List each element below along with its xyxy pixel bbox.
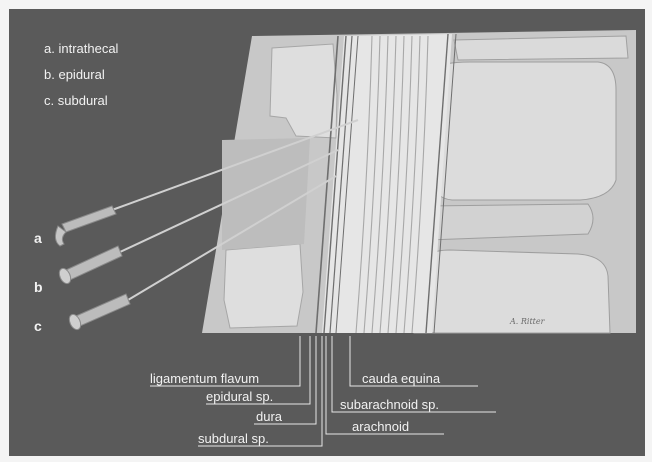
- legend-item-c: c. subdural: [44, 93, 108, 108]
- needle-hub: [62, 206, 116, 232]
- posterior-bone-lower: [224, 244, 303, 328]
- needle-hub: [66, 246, 122, 280]
- label-epidural-space: epidural sp.: [206, 389, 273, 404]
- disc-top: [454, 36, 628, 60]
- artist-signature: A. Ritter: [509, 317, 546, 326]
- spine-section: [202, 30, 636, 333]
- label-subdural-space: subdural sp.: [198, 431, 269, 446]
- vertebral-body-upper: [430, 62, 616, 200]
- needle-label-a: a: [34, 230, 42, 246]
- label-subarachnoid-space: subarachnoid sp.: [340, 397, 439, 412]
- label-arachnoid: arachnoid: [352, 419, 409, 434]
- intervertebral-disc: [428, 204, 593, 240]
- label-cauda-equina: cauda equina: [362, 371, 441, 386]
- label-dura: dura: [256, 409, 283, 424]
- legend: a. intrathecal b. epidural c. subdural: [44, 41, 119, 108]
- label-leaders: [150, 336, 496, 446]
- ligament-region: [222, 138, 310, 250]
- needle-label-c: c: [34, 318, 42, 334]
- needle-hub: [76, 294, 130, 326]
- label-ligamentum-flavum: ligamentum flavum: [150, 371, 259, 386]
- needle-label-b: b: [34, 279, 43, 295]
- legend-item-a: a. intrathecal: [44, 41, 119, 56]
- legend-item-b: b. epidural: [44, 67, 105, 82]
